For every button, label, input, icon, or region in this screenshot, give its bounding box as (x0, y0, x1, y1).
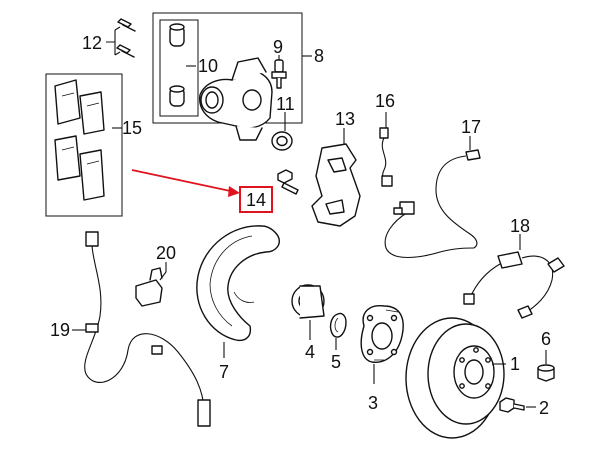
wheel-hub-3 (360, 305, 404, 363)
callout-8: 8 (314, 46, 324, 66)
caliper-body (199, 57, 273, 141)
callout-2: 2 (539, 398, 549, 418)
callout-12: 12 (82, 33, 102, 53)
caliper-bracket-13 (311, 143, 361, 227)
abs-sensor-19 (84, 231, 211, 427)
brake-rotor-1 (405, 317, 505, 439)
callout-18: 18 (510, 216, 530, 236)
bearing-4 (291, 284, 325, 319)
wheel-bolt-2 (499, 397, 525, 413)
brake-hose-18 (463, 251, 565, 319)
callout-10: 10 (198, 56, 218, 76)
leader-20 (159, 262, 167, 281)
callout-3: 3 (368, 393, 378, 413)
callout-20: 20 (156, 243, 176, 263)
callout-6: 6 (541, 329, 551, 349)
brake-pads-15 (54, 79, 105, 201)
callout-13: 13 (335, 109, 355, 129)
callout-4: 4 (305, 342, 315, 362)
callout-15: 15 (122, 118, 142, 138)
guide-pin-kit-box (159, 19, 199, 117)
callout-7: 7 (219, 362, 229, 382)
seal-ring-11 (271, 131, 293, 151)
wear-sensor-16 (379, 127, 393, 187)
bushings-10 (169, 23, 185, 107)
callout-16: 16 (375, 91, 395, 111)
bracket-20 (135, 267, 163, 307)
brake-pad-set-box (45, 73, 123, 217)
callout-1: 1 (510, 354, 520, 374)
snap-ring-5 (329, 312, 347, 338)
callout-14: 14 (246, 190, 266, 210)
dust-shield-7 (196, 225, 280, 342)
highlight-arrow (131, 169, 240, 197)
callout-9: 9 (273, 37, 283, 57)
nut-6 (537, 364, 555, 382)
bolt-14 (277, 169, 299, 195)
highlight-box-14 (239, 186, 273, 213)
callout-19: 19 (50, 320, 70, 340)
callout-11: 11 (276, 94, 295, 114)
leader-12 (106, 26, 121, 56)
callout-17: 17 (461, 117, 481, 137)
callout-5: 5 (331, 352, 341, 372)
bleeder-9 (271, 59, 287, 89)
pin-pair-12 (116, 18, 136, 58)
wear-sensor-17 (384, 149, 481, 258)
